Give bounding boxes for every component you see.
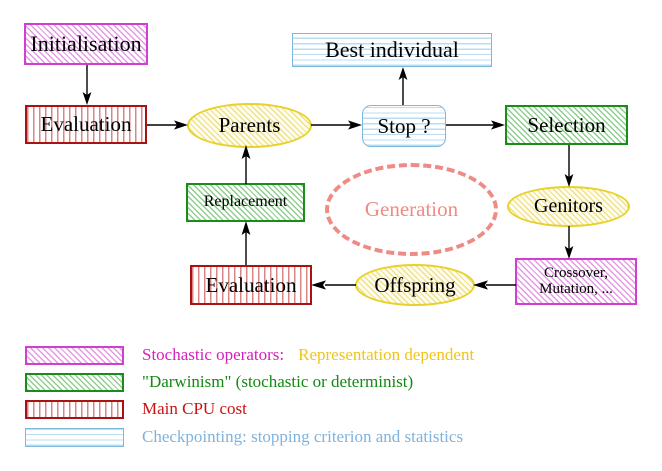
node-selection[interactable]: Selection [505,105,628,145]
arrow-selection-to-genitors [562,145,576,188]
arrow-evaluation-to-parents [147,118,189,132]
node-best-individual-label: Best individual [325,37,459,63]
node-generation: Generation [325,163,498,256]
node-selection-label: Selection [527,112,606,137]
legend-swatch-red-vertical-hatch [25,399,124,419]
node-initialisation[interactable]: Initialisation [24,23,148,65]
node-evaluation-top-label: Evaluation [40,112,132,137]
legend-swatch-magenta-diagonal-hatch [25,345,124,365]
arrow-parents-to-stop [311,118,363,132]
node-generation-label: Generation [364,197,459,221]
node-stop-label: Stop ? [377,113,431,138]
legend-label-darwinism: "Darwinism" (stochastic or determinist) [142,372,414,391]
arrow-evaluation-to-replacement [239,221,253,266]
node-parents-label: Parents [218,113,281,138]
arrow-genitors-to-crossover [562,226,576,260]
node-crossover-line1: Crossover, [544,264,608,281]
node-crossover-mutation[interactable]: Crossover, Mutation, ... [515,258,637,305]
node-evaluation-bottom-label: Evaluation [205,272,297,297]
legend-swatch-blue-horizontal-lines [25,427,124,447]
node-replacement[interactable]: Replacement [186,183,305,222]
arrow-offspring-to-evaluation [311,278,357,292]
node-parents[interactable]: Parents [187,103,312,148]
arrow-replacement-to-parents [239,145,253,185]
node-best-individual[interactable]: Best individual [292,33,492,67]
legend-label-checkpointing: Checkpointing: stopping criterion and st… [142,427,464,446]
node-genitors-label: Genitors [534,195,603,217]
node-offspring[interactable]: Offspring [355,264,475,306]
legend-swatch-green-diagonal-hatch [25,372,124,392]
arrow-stop-to-best-individual [396,67,410,106]
node-replacement-label: Replacement [203,193,288,211]
legend-row-darwinism: "Darwinism" (stochastic or determinist) [25,372,413,392]
arrow-stop-to-selection [446,118,506,132]
legend-label-representation-dependent: Representation dependent [298,345,475,364]
node-genitors[interactable]: Genitors [507,186,630,227]
node-evaluation-bottom[interactable]: Evaluation [190,265,312,305]
legend-label-stochastic-operators: Stochastic operators: [142,345,285,364]
arrow-initialisation-to-evaluation [80,65,94,106]
node-evaluation-top[interactable]: Evaluation [25,105,147,144]
arrow-crossover-to-offspring [473,278,517,292]
node-crossover-line2: Mutation, ... [539,280,613,297]
node-initialisation-label: Initialisation [30,31,142,57]
legend-row-stochastic-operators: Stochastic operators: Representation dep… [25,345,474,365]
node-offspring-label: Offspring [374,272,456,297]
node-stop[interactable]: Stop ? [362,105,446,147]
legend-row-main-cpu-cost: Main CPU cost [25,399,247,419]
legend-label-main-cpu-cost: Main CPU cost [142,399,247,418]
legend-row-checkpointing: Checkpointing: stopping criterion and st… [25,427,463,447]
